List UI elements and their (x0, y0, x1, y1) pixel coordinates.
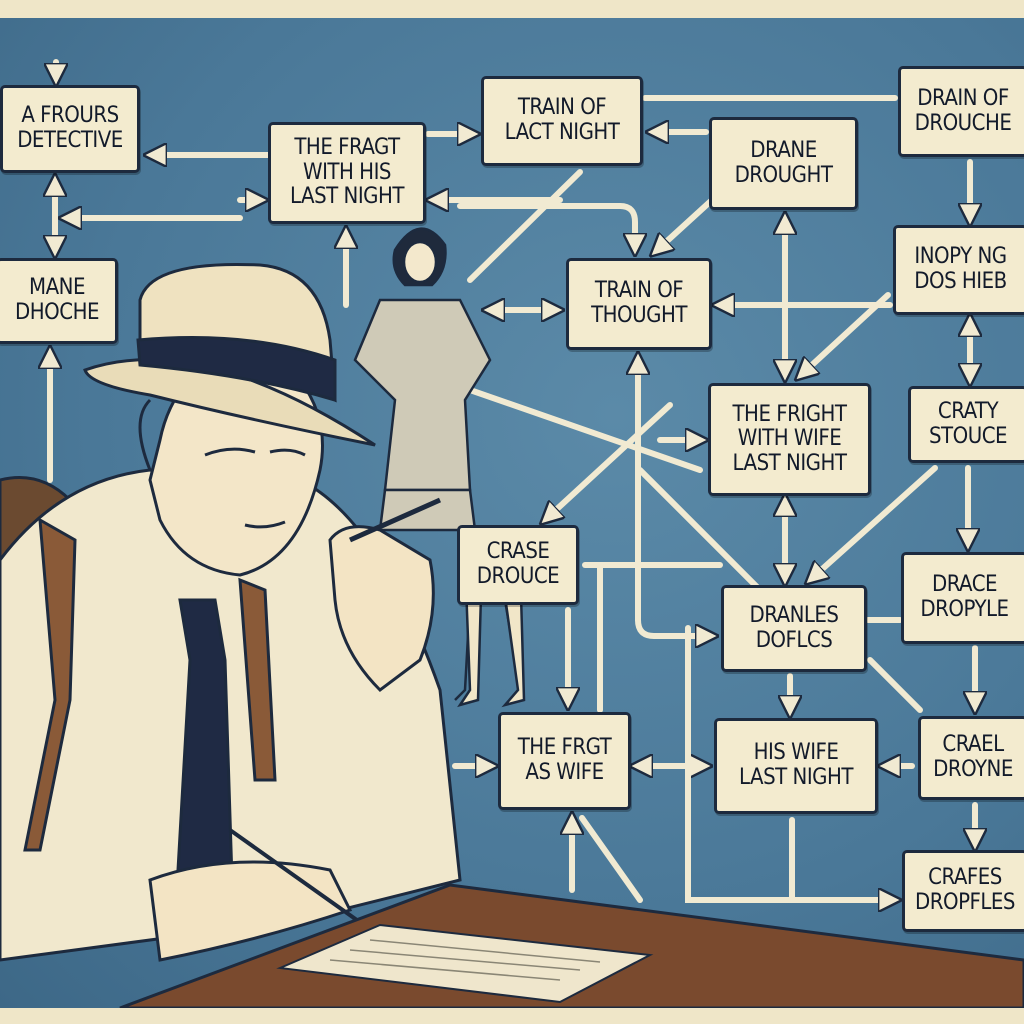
box-text-line: CRATY (937, 398, 999, 424)
box-text-line: STOUCE (928, 423, 1008, 449)
box-text-line: DROPFLES (915, 890, 1015, 915)
box-text-line: DOFLCS (755, 627, 833, 653)
paper (276, 923, 654, 1004)
box-text-line: DHOCHE (15, 300, 99, 325)
detective-illustration (0, 227, 1024, 1008)
box-text-line: LAST NIGHT (739, 765, 853, 790)
arrow (810, 465, 938, 580)
box-text-line: THE FRGT (517, 735, 612, 761)
box-text-line: THE FRIGHT (732, 401, 847, 427)
box-text-line: DROUCE (476, 564, 560, 589)
box-text-line: DROUGHT (734, 162, 833, 188)
box-text-line: DOS HIEB (914, 269, 1007, 294)
flowchart-arrows (0, 59, 1024, 1008)
arrow (545, 402, 673, 520)
arrow (457, 203, 635, 250)
box-text-line: LAST NIGHT (732, 450, 847, 476)
box-text-line: CRAEL (942, 732, 1004, 758)
box-text-line: DRANLES (749, 602, 839, 628)
box-text-line: LAST NIGHT (290, 184, 404, 210)
box-text-line: AS WIFE (525, 760, 604, 785)
arrow (467, 169, 583, 283)
arrow (579, 815, 643, 903)
box-text-line: DROYNE (933, 757, 1013, 782)
box-text-line: CRAFES (928, 865, 1002, 891)
box-text-line: A FROURS (21, 103, 119, 129)
box-text-line: INOPY NG (914, 244, 1007, 270)
box-text-line: THOUGHT (591, 303, 687, 328)
box-text-line: DROPYLE (920, 597, 1009, 622)
box-text-line: DRANE (750, 137, 817, 163)
box-text-line: MANE (29, 275, 85, 301)
box-text-line: DRACE (931, 572, 998, 598)
arrow (685, 625, 895, 900)
box-text-line: DRAIN OF (917, 85, 1009, 111)
box-text-line: DROUCHE (914, 110, 1012, 136)
arrow (655, 197, 715, 252)
box-text-line: LACT NIGHT (504, 120, 620, 145)
box-text-line: DETECTIVE (17, 128, 123, 153)
paper-lines (329, 939, 601, 981)
box-text-line: WITH HIS (303, 159, 391, 185)
arrow (467, 387, 703, 473)
box-text-line: TRAIN OF (594, 278, 684, 304)
arrow (635, 617, 712, 636)
box-text-line: TRAIN OF (517, 95, 607, 121)
detective-figure (0, 262, 462, 962)
arrow (800, 292, 891, 376)
box-text-line: WITH WIFE (737, 426, 842, 452)
arrow (867, 657, 923, 713)
box-text-line: THE FRAGT (294, 135, 400, 161)
box-text-line: CRASE (486, 539, 550, 565)
arrow (637, 467, 763, 593)
box-text-line: HIS WIFE (753, 740, 839, 766)
